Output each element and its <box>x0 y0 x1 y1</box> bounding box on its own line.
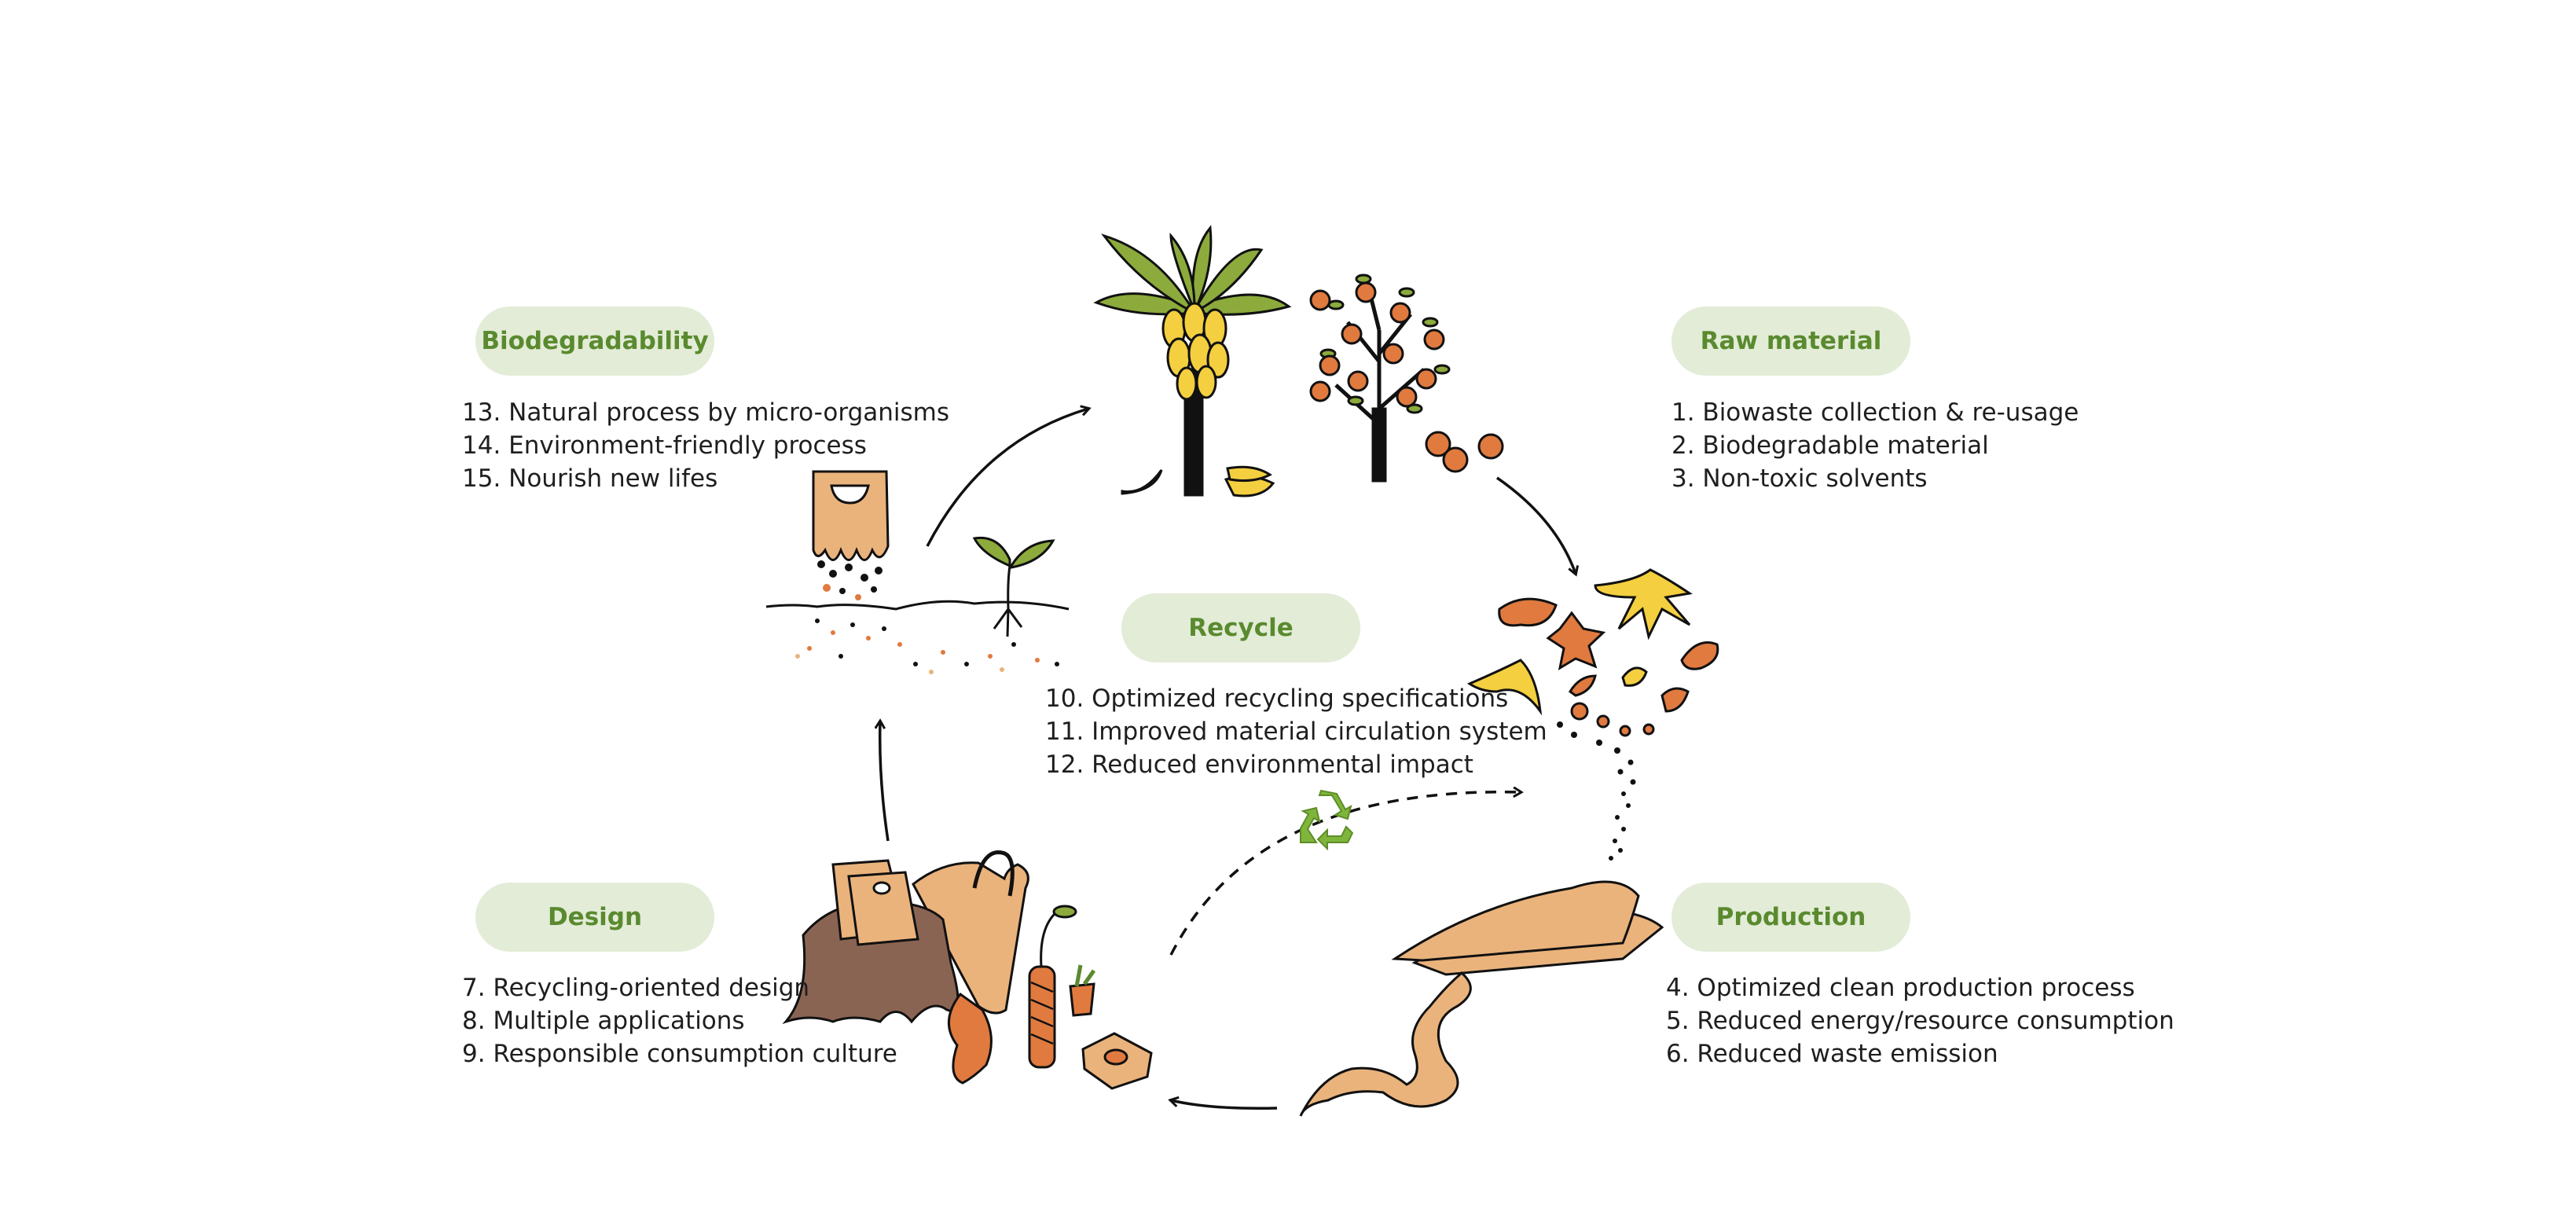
list-item: 12. Reduced environmental impact <box>1045 751 1473 779</box>
biodegradability-list: 13. Natural process by micro-organisms 1… <box>462 396 949 495</box>
arrow-production-to-design <box>1171 1100 1278 1110</box>
compost-soil-icon <box>765 470 1070 611</box>
list-item: 10. Optimized recycling specifications <box>1045 685 1509 713</box>
list-item: 15. Nourish new lifes <box>462 464 718 493</box>
material-sheet-icon <box>1299 880 1664 1117</box>
orange-tree-icon <box>1309 273 1504 483</box>
stage-label-production: Production <box>1671 883 1910 952</box>
list-item: 1. Biowaste collection & re-usage <box>1671 398 2079 427</box>
products-icon <box>782 850 1153 1090</box>
design-list: 7. Recycling-oriented design 8. Multiple… <box>462 971 897 1070</box>
sprout-icon <box>972 536 1055 637</box>
list-item: 13. Natural process by micro-organisms <box>462 398 950 427</box>
fruit-peels-icon <box>1466 568 1719 737</box>
production-list: 4. Optimized clean production process 5.… <box>1666 971 2174 1070</box>
list-item: 11. Improved material circulation system <box>1045 718 1547 746</box>
list-item: 2. Biodegradable material <box>1671 431 1989 460</box>
recycle-list: 10. Optimized recycling specifications 1… <box>1045 682 1547 781</box>
list-item: 3. Non-toxic solvents <box>1671 464 1928 493</box>
stage-label-recycle: Recycle <box>1121 593 1360 663</box>
banana-tree-icon <box>1093 225 1292 497</box>
arrow-biodegradability-to-raw-material <box>926 409 1088 547</box>
list-item: 9. Responsible consumption culture <box>462 1040 897 1068</box>
stage-label-raw-material: Raw material <box>1671 306 1910 376</box>
stage-label-biodegradability: Biodegradability <box>475 306 714 376</box>
stage-label-design: Design <box>475 883 714 952</box>
list-item: 7. Recycling-oriented design <box>462 974 810 1002</box>
raw-material-list: 1. Biowaste collection & re-usage 2. Bio… <box>1671 396 2079 495</box>
soil-particles <box>795 560 1059 674</box>
recycle-icon <box>1300 789 1354 851</box>
list-item: 4. Optimized clean production process <box>1666 974 2135 1002</box>
list-item: 8. Multiple applications <box>462 1007 745 1035</box>
arrow-design-to-biodegradability <box>880 721 890 842</box>
particle-stream <box>1557 721 1636 861</box>
list-item: 5. Reduced energy/resource consumption <box>1666 1007 2174 1035</box>
list-item: 6. Reduced waste emission <box>1666 1040 1998 1068</box>
arrow-raw-material-to-production <box>1496 476 1576 574</box>
list-item: 14. Environment-friendly process <box>462 431 867 460</box>
